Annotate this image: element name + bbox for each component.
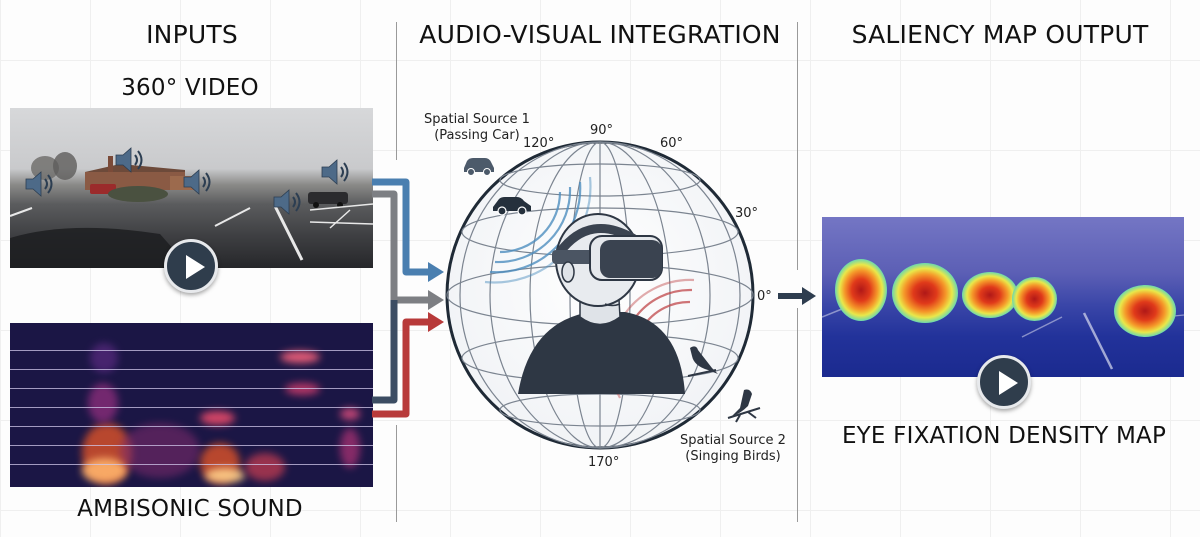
angle-30: 30° [735, 206, 759, 221]
video-360-frame[interactable] [10, 108, 373, 268]
fixation-hotspot [1114, 285, 1176, 337]
play-icon [999, 371, 1018, 395]
speaker-icon [25, 171, 53, 197]
source2-title: Spatial Source 2 [680, 433, 786, 448]
source1-label: Spatial Source 1 (Passing Car) [424, 112, 530, 144]
source1-title: Spatial Source 1 [424, 112, 530, 127]
saliency-play-button[interactable] [977, 355, 1031, 409]
angle-0: 0° [757, 289, 772, 304]
car-icon [493, 197, 531, 216]
divider-right-bottom [797, 308, 798, 522]
video-play-button[interactable] [164, 239, 218, 293]
angle-120: 120° [523, 136, 555, 151]
fixation-hotspot [1012, 277, 1057, 321]
fixation-hotspot [962, 272, 1018, 318]
audio-label: AMBISONIC SOUND [77, 496, 303, 522]
video-label: 360° VIDEO [121, 75, 259, 101]
play-icon [186, 255, 205, 279]
fixation-hotspot [892, 263, 958, 323]
panorama-scene [10, 152, 373, 268]
speaker-icon [273, 189, 301, 215]
car-icon [464, 158, 494, 176]
ambisonic-spectrogram [10, 323, 373, 487]
saliency-map[interactable] [822, 217, 1184, 377]
fixation-hotspot [835, 259, 887, 321]
section-title-output: SALIENCY MAP OUTPUT [851, 20, 1149, 49]
source1-subtitle: (Passing Car) [434, 128, 520, 143]
output-arrow [778, 287, 816, 305]
section-title-inputs: INPUTS [146, 20, 238, 49]
bird-icon [727, 389, 761, 423]
divider-left-top [396, 22, 397, 160]
source2-subtitle: (Singing Birds) [685, 449, 781, 464]
output-label: EYE FIXATION DENSITY MAP [841, 423, 1167, 449]
speaker-icon [321, 159, 349, 185]
spatial-sphere [445, 140, 755, 450]
divider-left-bottom [396, 425, 397, 522]
speaker-icon [115, 147, 143, 173]
speaker-icon [183, 169, 211, 195]
angle-170: 170° [588, 455, 620, 470]
section-title-integration: AUDIO-VISUAL INTEGRATION [419, 20, 781, 49]
bird-icon [687, 346, 718, 377]
source2-label: Spatial Source 2 (Singing Birds) [680, 433, 786, 465]
angle-60: 60° [660, 136, 684, 151]
divider-right-top [797, 22, 798, 270]
angle-90: 90° [590, 123, 614, 138]
input-flow-arrows [372, 178, 444, 418]
